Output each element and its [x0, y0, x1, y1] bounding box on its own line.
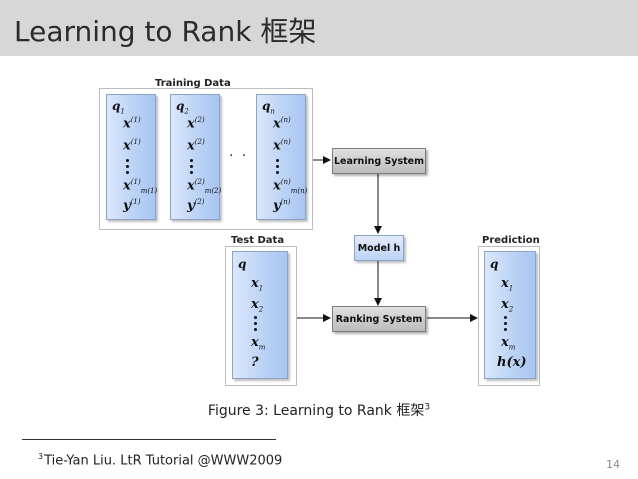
query-label: q: [490, 257, 499, 271]
vertical-ellipsis: [190, 159, 194, 177]
footnote: 3Tie-Yan Liu. LtR Tutorial @WWW2009: [38, 452, 282, 468]
training-data-label: Training Data: [155, 78, 231, 89]
doc-xm: x(n)m(n): [273, 178, 308, 195]
doc-x2: x(n): [273, 138, 291, 154]
test-data-label: Test Data: [231, 235, 285, 246]
query-label: qn: [262, 99, 275, 116]
label-y: y(n): [273, 198, 291, 214]
footnote-rule: [22, 439, 276, 440]
training-query-box-1: q1 x(1) x(1) x(1)m(1) y(1): [106, 94, 158, 220]
figure-caption: Figure 3: Learning to Rank 框架3: [0, 400, 638, 420]
vertical-ellipsis: [126, 159, 130, 177]
page-number: 14: [606, 458, 620, 471]
doc-x1: x(1): [123, 116, 141, 132]
doc-x1: x(2): [187, 116, 205, 132]
doc-x1: x1: [501, 276, 514, 293]
slide-title: Learning to Rank 框架: [14, 15, 317, 48]
doc-x2: x(2): [187, 138, 205, 154]
doc-xm: xm: [501, 335, 516, 352]
footnote-mark: 3: [38, 452, 44, 461]
caption-footnote-mark: 3: [424, 402, 431, 413]
training-query-box-n: qn x(n) x(n) x(n)m(n) y(n): [256, 94, 308, 220]
training-query-box-2: q2 x(2) x(2) x(2)m(2) y(2): [170, 94, 222, 220]
query-label: q2: [176, 99, 189, 116]
learning-system-box: Learning System: [332, 148, 426, 174]
label-y: y(2): [187, 198, 205, 214]
doc-x2: x2: [251, 297, 264, 314]
ranking-system-box: Ranking System: [332, 306, 426, 332]
doc-xm: xm: [251, 335, 266, 352]
unknown-label: ?: [251, 355, 259, 370]
doc-x1: x1: [251, 276, 264, 293]
test-query-box: q x1 x2 xm ?: [232, 251, 288, 379]
doc-x2: x(1): [123, 138, 141, 154]
label-y: y(1): [123, 198, 141, 214]
predicted-score: h(x): [497, 355, 527, 370]
doc-x1: x(n): [273, 116, 291, 132]
model-h-box: Model h: [354, 235, 404, 261]
doc-xm: x(2)m(2): [187, 178, 222, 195]
vertical-ellipsis: [276, 159, 280, 177]
vertical-ellipsis: [504, 316, 508, 334]
doc-x2: x2: [501, 297, 514, 314]
vertical-ellipsis: [254, 316, 258, 334]
query-label: q: [238, 257, 247, 271]
footnote-text: Tie-Yan Liu. LtR Tutorial @WWW2009: [44, 453, 283, 469]
prediction-label: Prediction: [482, 235, 540, 246]
caption-text: Figure 3: Learning to Rank 框架: [207, 403, 425, 419]
query-label: q1: [112, 99, 125, 116]
slide-header: Learning to Rank 框架: [0, 0, 638, 56]
prediction-query-box: q x1 x2 xm h(x): [484, 251, 536, 379]
doc-xm: x(1)m(1): [123, 178, 158, 195]
horizontal-ellipsis: · · ·: [229, 148, 262, 164]
